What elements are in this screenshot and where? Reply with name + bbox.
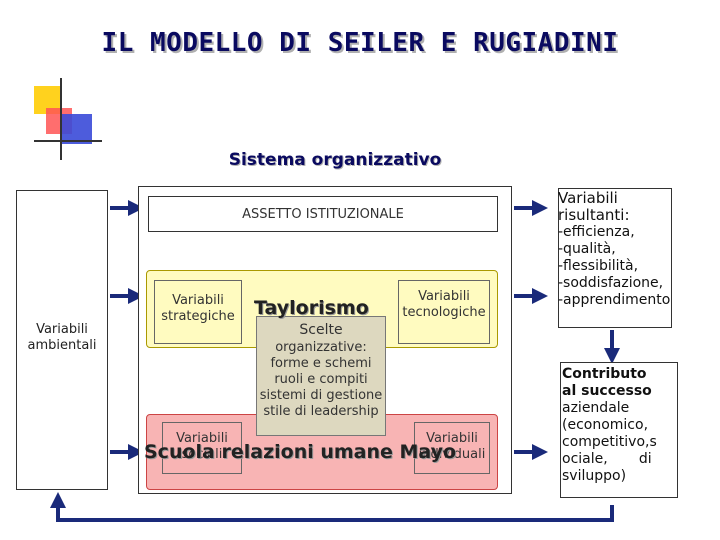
variabili-tecnologiche-box: Variabili tecnologiche: [398, 280, 490, 344]
mayo-label: Scuola relazioni umane Mayo: [144, 441, 457, 463]
contributo-line: competitivo,s: [562, 434, 657, 450]
risultanti-item: -qualità,: [558, 241, 616, 257]
contributo-line: sviluppo): [562, 468, 627, 484]
contributo-line: (economico,: [562, 417, 649, 433]
variabili-ambientali-label: Variabili ambientali: [27, 322, 97, 353]
variabili-risultanti-box: [558, 188, 672, 328]
contributo-heading: al successo: [562, 383, 652, 399]
page-title: IL MODELLO DI SEILER E RUGIADINI: [101, 28, 619, 58]
risultanti-item: -soddisfazione,: [558, 275, 664, 291]
contributo-text: Contributo al successo aziendale (econom…: [562, 366, 674, 485]
variabili-individuali-box: Variabili individuali: [414, 422, 490, 474]
contributo-line: aziendale: [562, 400, 630, 416]
scelte-heading: Scelte: [299, 322, 343, 338]
variabili-risultanti-text: Variabili risultanti: -efficienza, -qual…: [558, 190, 676, 309]
logo-decoration: [30, 78, 102, 160]
scelte-line: stile di leadership: [263, 404, 379, 419]
scelte-line: sistemi di gestione: [259, 388, 383, 403]
scelte-organizzative-box: [256, 316, 386, 436]
risultanti-heading: Variabili: [558, 189, 618, 207]
contributo-line: ociale, di: [562, 451, 652, 467]
scelte-line: ruoli e compiti: [274, 372, 368, 387]
risultanti-heading: risultanti:: [558, 206, 630, 224]
scelte-line: organizzative:: [275, 340, 367, 355]
risultanti-item: -apprendimento: [558, 292, 671, 308]
contributo-box: [560, 362, 678, 498]
contributo-heading: Contributo: [562, 366, 647, 382]
scelte-list: organizzative: forme e schemi ruoli e co…: [252, 340, 390, 420]
variabili-sociali-box: Variabili sociali: [162, 422, 242, 474]
risultanti-item: -flessibilità,: [558, 258, 639, 274]
diagram-subtitle: Sistema organizzativo: [228, 150, 442, 170]
assetto-istituzionale-box: ASSETTO ISTITUZIONALE: [148, 196, 498, 232]
scelte-line: forme e schemi: [270, 356, 372, 371]
risultanti-item: -efficienza,: [558, 224, 635, 240]
variabili-ambientali-box: [16, 190, 108, 490]
taylorismo-label: Taylorismo: [254, 297, 369, 319]
variabili-strategiche-box: Variabili strategiche: [154, 280, 242, 344]
arrow-feedback: [50, 492, 614, 522]
